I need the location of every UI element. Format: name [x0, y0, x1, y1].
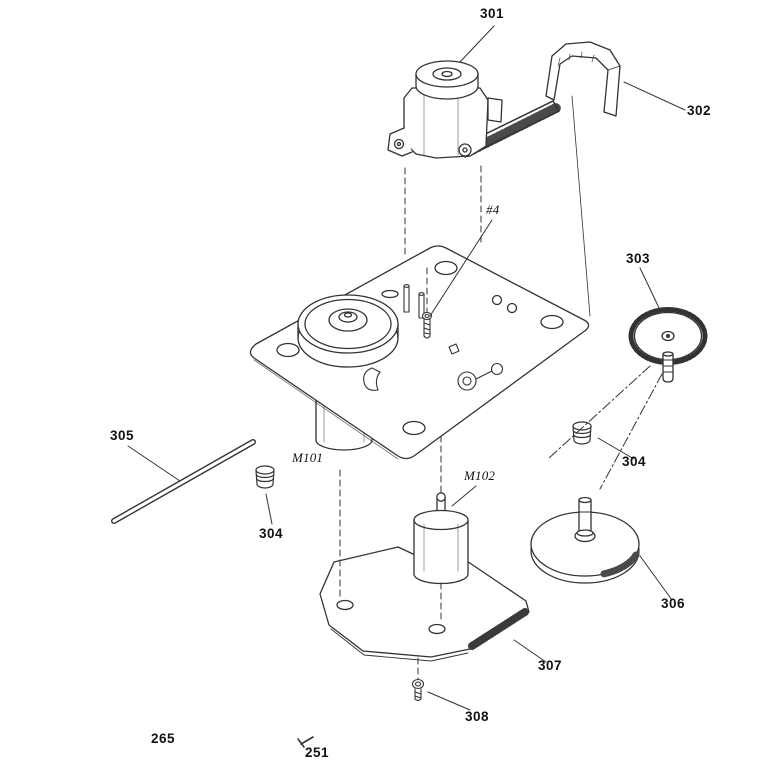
screw-4 [421, 311, 433, 339]
plate-hole [336, 599, 354, 611]
part-label-302: 302 [687, 103, 712, 118]
grommet-304-left [255, 465, 275, 489]
shaft-rod-305 [111, 439, 256, 524]
motor-body [403, 87, 489, 159]
leader-304-left [265, 493, 273, 525]
leader-m102 [451, 485, 477, 507]
chassis-slot [381, 289, 399, 299]
alignment-line-diagonal [571, 95, 591, 317]
part-label-308: 308 [465, 709, 490, 724]
flywheel-306 [530, 496, 640, 584]
part-label-303: 303 [626, 251, 651, 266]
chassis-hole-small [491, 294, 503, 306]
leader-301 [459, 25, 495, 63]
part-label-251: 251 [305, 745, 330, 760]
part-label-304-right: 304 [622, 454, 647, 469]
plate-hole [428, 623, 446, 635]
part-label-265: 265 [151, 731, 176, 746]
chassis-hole-small [506, 302, 518, 314]
rack-strip [468, 608, 529, 650]
part-label-screw-4: #4 [486, 202, 500, 217]
leader-307 [513, 639, 547, 663]
leader-303 [639, 267, 661, 311]
part-label-m101: M101 [292, 450, 324, 465]
part-label-307: 307 [538, 658, 563, 673]
part-label-305: 305 [110, 428, 135, 443]
chassis-hole [402, 420, 426, 436]
motor-assembly-301 [387, 60, 561, 159]
chassis-mechanism [363, 343, 504, 391]
leader-302 [623, 81, 686, 111]
part-label-304-left: 304 [259, 526, 284, 541]
pulley [297, 294, 399, 368]
leader-screw-4 [429, 219, 493, 317]
pin-251 [297, 736, 314, 748]
part-label-301: 301 [480, 6, 505, 21]
chassis-pin [403, 284, 425, 319]
chassis-hole [540, 314, 564, 330]
gear-303 [628, 307, 708, 383]
grommet-304-right [572, 421, 592, 445]
alignment-guides [339, 165, 663, 680]
leader-305 [127, 445, 181, 482]
chassis-hole [434, 260, 458, 276]
leader-lines [127, 25, 686, 711]
motor-m102 [413, 492, 469, 585]
part-label-306: 306 [661, 596, 686, 611]
chassis-hole [276, 342, 300, 358]
screw-308 [411, 678, 425, 702]
base-plate-307 [319, 546, 530, 662]
part-label-m102: M102 [464, 468, 496, 483]
leader-304-right [597, 437, 635, 460]
leader-306 [639, 555, 673, 601]
bracket-302 [545, 41, 621, 117]
leader-308 [427, 691, 471, 711]
chassis-plate [249, 245, 590, 460]
